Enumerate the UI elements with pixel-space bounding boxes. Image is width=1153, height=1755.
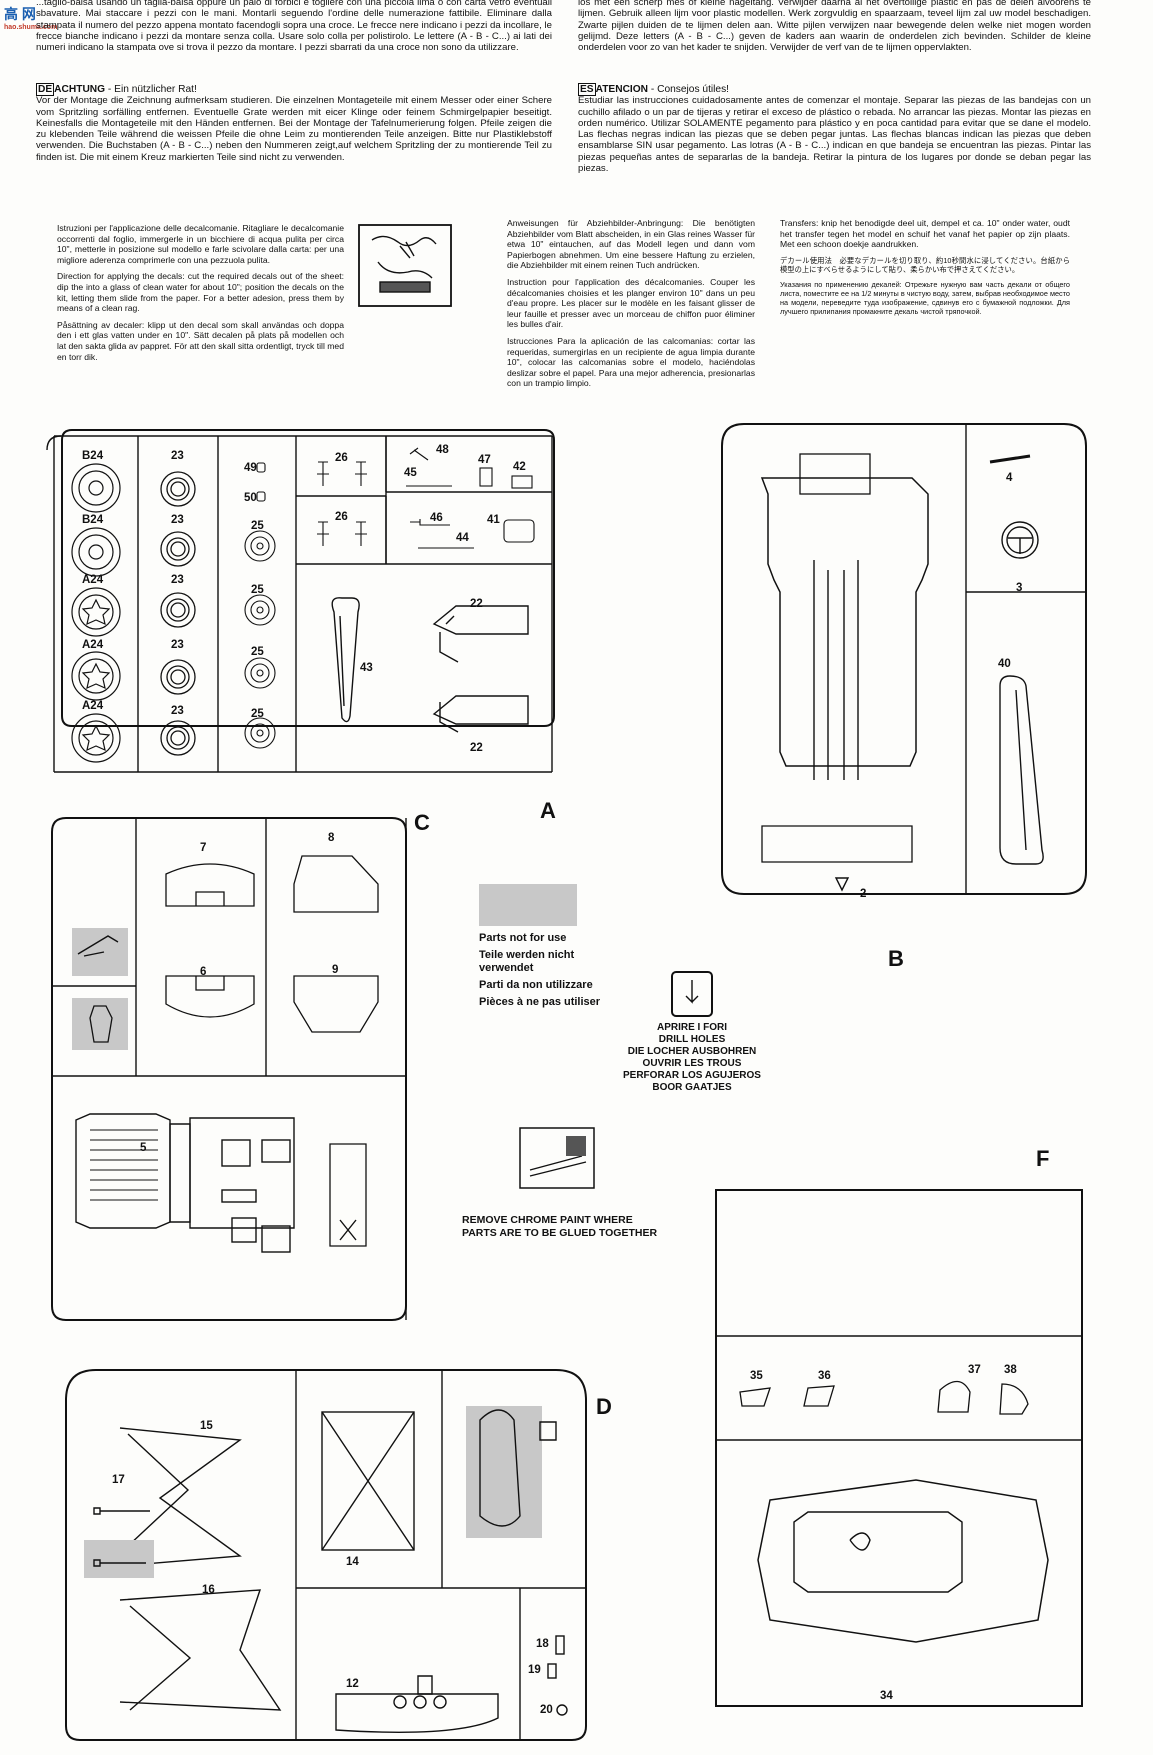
part-label: 26	[335, 511, 348, 523]
decal-hand-icon	[358, 224, 452, 307]
part-label: 42	[513, 461, 526, 473]
sprue-letter-d: D	[596, 1394, 612, 1419]
sprue-letter-b: B	[888, 946, 904, 971]
part-label: 9	[332, 964, 339, 976]
part-label: 23	[171, 450, 184, 462]
chrome-icon	[519, 1127, 595, 1189]
part-label: 37	[968, 1364, 981, 1376]
part-label: A24	[82, 700, 104, 712]
decals-ru: Указания по применению декалей: Отрежьте…	[780, 279, 1070, 316]
part-label: 22	[470, 598, 483, 610]
part-label: 38	[1004, 1364, 1017, 1376]
part-label: 16	[202, 1584, 215, 1596]
decals-column-right: Transfers: knip het benodigde deel uit, …	[780, 218, 1070, 322]
part-label: 40	[998, 658, 1011, 670]
part-label: 50	[244, 492, 257, 504]
part-label: 22	[470, 742, 483, 754]
part-label: A24	[82, 574, 104, 586]
part-label: 23	[171, 639, 184, 651]
sprue-letter-c: C	[414, 810, 430, 835]
part-label: 41	[487, 514, 500, 526]
part-label: 26	[335, 452, 348, 464]
part-label: 23	[171, 705, 184, 717]
sprue-b	[721, 423, 1087, 895]
sprue-f	[715, 1189, 1083, 1707]
decals-nl: Transfers: knip het benodigde deel uit, …	[780, 218, 1070, 250]
part-label: 3	[1016, 582, 1023, 594]
part-label: 2	[860, 888, 867, 900]
sprue-d	[65, 1369, 587, 1741]
decals-column-left: Istruzioni per l'applicazione delle deca…	[57, 223, 344, 368]
sprue-a	[46, 429, 555, 773]
decals-en: Direction for applying the decals: cut t…	[57, 271, 344, 314]
decals-es: Istrucciones Para la aplicación de las c…	[507, 335, 755, 389]
part-label: 25	[251, 584, 264, 596]
part-label: 15	[200, 1420, 213, 1432]
part-label: 4	[1006, 472, 1013, 484]
part-label: 25	[251, 708, 264, 720]
part-label: 25	[251, 520, 264, 532]
part-label: 49	[244, 462, 257, 474]
instructions-it: ...taglio-balsa usando un taglia-balsa o…	[36, 0, 552, 54]
decals-it: Istruzioni per l'applicazione delle deca…	[57, 223, 344, 265]
part-label: 5	[140, 1142, 147, 1154]
part-label: 36	[818, 1370, 831, 1382]
instructions-nl: los met een scherp mes of kleine nagelta…	[578, 0, 1091, 54]
part-label: 35	[750, 1370, 763, 1382]
part-label: B24	[82, 514, 104, 526]
decals-fr: Instruction pour l'application des décal…	[507, 276, 755, 330]
part-label: 17	[112, 1474, 125, 1486]
part-label: A24	[82, 639, 104, 651]
part-label: 44	[456, 532, 469, 544]
part-label: 6	[200, 966, 207, 978]
unused-swatch	[479, 884, 577, 926]
part-label: 25	[251, 646, 264, 658]
part-label: 7	[200, 842, 207, 854]
part-label: 47	[478, 454, 491, 466]
part-label: 34	[880, 1690, 893, 1702]
sprue-c	[51, 817, 407, 1321]
decals-column-mid: Anweisungen für Abziehbilder-Anbringung:…	[507, 218, 755, 395]
legend-remove-chrome: REMOVE CHROME PAINT WHERE PARTS ARE TO B…	[462, 1214, 658, 1239]
decals-sv: Påsättning av decaler: klipp ut den deca…	[57, 319, 344, 362]
drill-icon	[671, 971, 713, 1017]
part-label: 20	[540, 1704, 553, 1716]
legend-unused-parts: Parts not for use Teile werden nicht ver…	[479, 932, 601, 1008]
decals-jp: デカール使用法 必要なデカールを切り取り、約10秒間水に浸してください。台紙から…	[780, 255, 1070, 274]
part-label: 46	[430, 512, 443, 524]
part-label: 48	[436, 444, 449, 456]
part-label: B24	[82, 450, 104, 462]
sprue-letter-a: A	[540, 798, 556, 823]
sprue-letter-f: F	[1036, 1146, 1050, 1171]
decals-de: Anweisungen für Abziehbilder-Anbringung:…	[507, 218, 755, 271]
part-label: 43	[360, 662, 373, 674]
part-label: 8	[328, 832, 335, 844]
legend-drill-holes: APRIRE I FORI DRILL HOLES DIE LOCHER AUS…	[623, 1022, 761, 1093]
part-label: 23	[171, 514, 184, 526]
part-label: 45	[404, 467, 417, 479]
part-label: 14	[346, 1556, 359, 1568]
part-label: 19	[528, 1664, 541, 1676]
part-label: 18	[536, 1638, 549, 1650]
part-label: 23	[171, 574, 184, 586]
part-label: 12	[346, 1678, 359, 1690]
